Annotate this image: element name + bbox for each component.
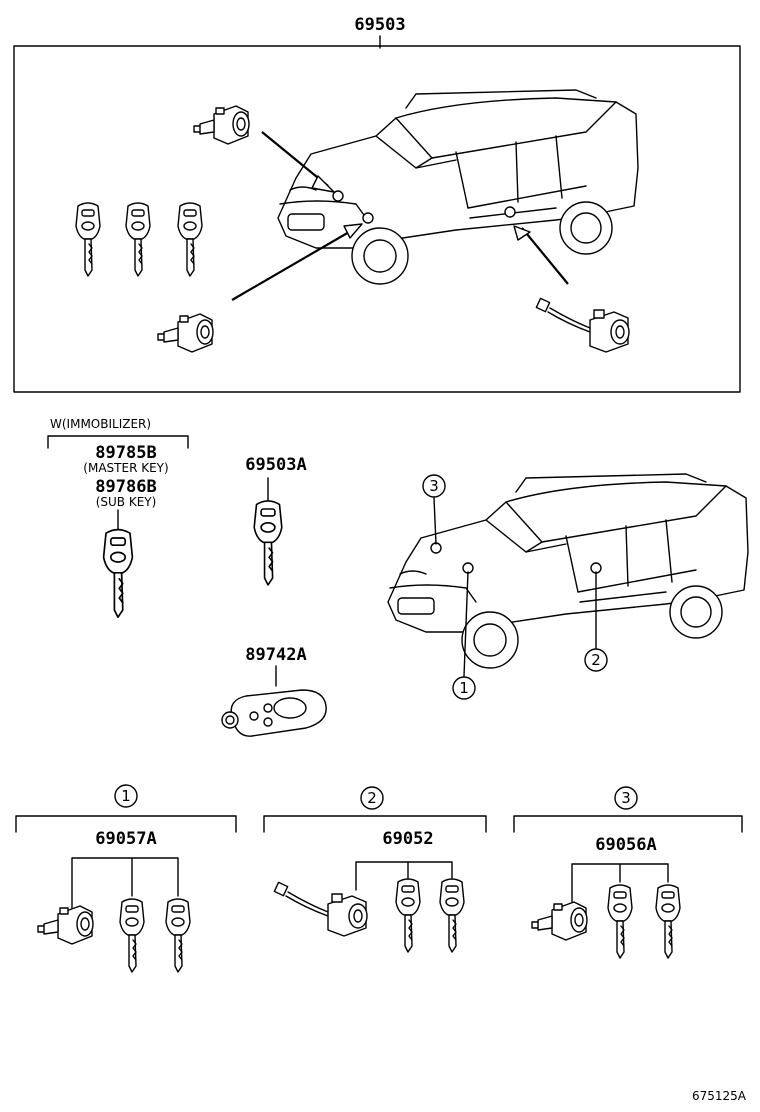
immobilizer-note: W(IMMOBILIZER) <box>50 417 151 431</box>
ignition-cylinder-top <box>157 313 214 353</box>
set1-key-2 <box>165 898 191 973</box>
set3-key-2 <box>655 884 681 959</box>
kit-border <box>13 45 741 393</box>
part-number-89786B: 89786B <box>95 477 156 497</box>
callout-1-bottom: 1 <box>121 787 131 805</box>
door-lock-cylinder-top <box>193 105 250 145</box>
part-number-69052: 69052 <box>382 829 433 849</box>
callout-2-middle: 2 <box>591 651 601 669</box>
part-number-69056A: 69056A <box>595 835 656 855</box>
set2-key-1 <box>395 878 421 953</box>
part-number-89785B: 89785B <box>95 443 156 463</box>
callout-markers <box>422 474 608 700</box>
callout-3-bottom: 3 <box>621 789 631 807</box>
set1-key-1 <box>119 898 145 973</box>
car-illustration-middle <box>387 473 749 669</box>
part-number-69503: 69503 <box>354 15 405 35</box>
part-number-69503A: 69503A <box>245 455 306 475</box>
set2-key-2 <box>439 878 465 953</box>
key-top-1 <box>75 202 101 277</box>
key-top-3 <box>177 202 203 277</box>
pointer-arrows <box>231 131 569 301</box>
transmitter-fob <box>221 689 327 737</box>
set2-wired-cylinder <box>273 881 368 937</box>
callout-1-middle: 1 <box>459 679 469 697</box>
set1-cylinder <box>37 905 94 945</box>
part-number-69057A: 69057A <box>95 829 156 849</box>
car-illustration-top <box>277 89 639 285</box>
master-key-note: (MASTER KEY) <box>83 461 168 475</box>
part-number-89742A: 89742A <box>245 645 306 665</box>
sub-key-note: (SUB KEY) <box>96 495 157 509</box>
immobilizer-key <box>102 528 134 619</box>
diagram-code: 675125A <box>692 1089 747 1103</box>
key-top-2 <box>125 202 151 277</box>
set3-cylinder <box>531 901 588 941</box>
callout-3-middle: 3 <box>429 477 439 495</box>
wired-cylinder-top <box>535 297 630 353</box>
set3-key-1 <box>607 884 633 959</box>
key-blank <box>253 500 283 586</box>
callout-2-bottom: 2 <box>367 789 377 807</box>
